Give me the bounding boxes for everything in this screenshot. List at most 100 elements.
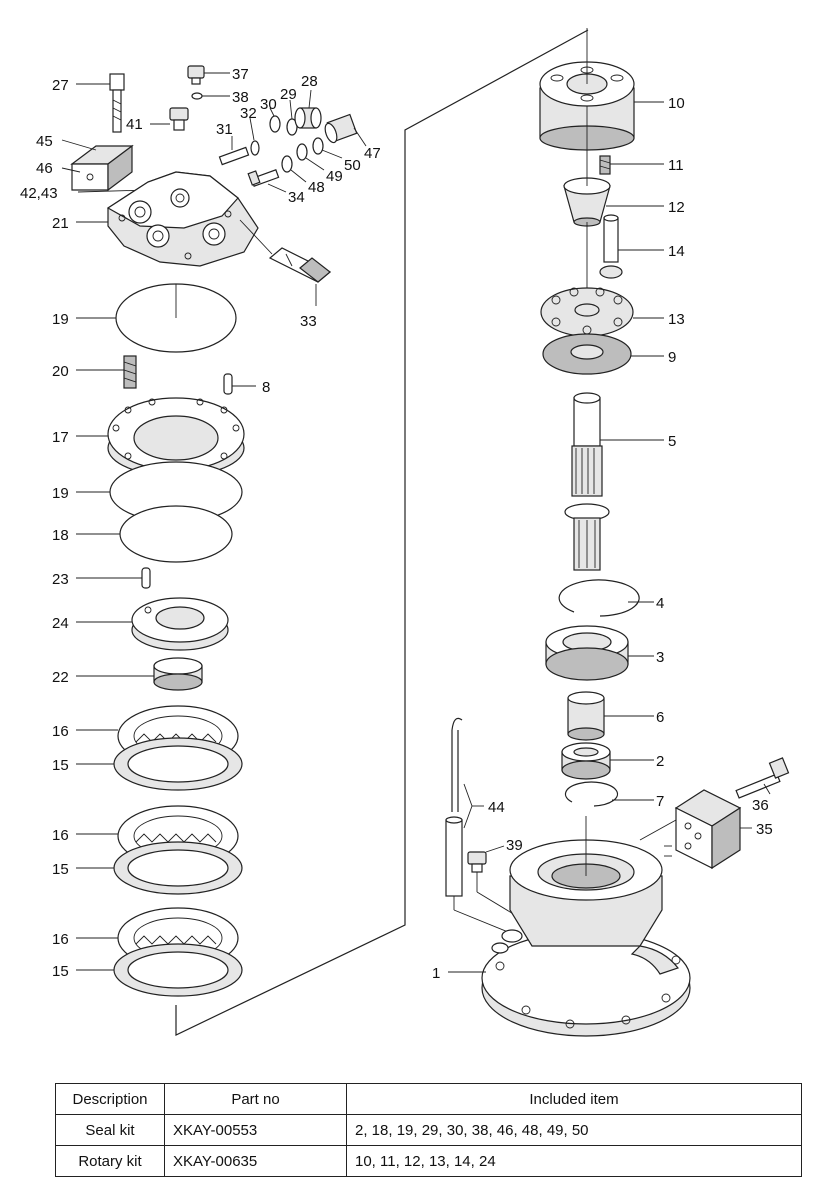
label-24: 24 (52, 615, 69, 632)
part-7-snap-ring (564, 781, 619, 807)
part-22-bearing (153, 657, 203, 691)
part-15-separator-plate-c (113, 943, 243, 997)
label-23: 23 (52, 571, 69, 588)
part-8-pin (223, 373, 233, 395)
kit-table: Description Part no Included item Seal k… (55, 1083, 802, 1177)
label-30: 30 (260, 96, 277, 113)
label-46: 46 (36, 160, 53, 177)
part-45-block (70, 144, 134, 192)
part-27-bolt (109, 73, 125, 133)
label-1: 1 (432, 965, 440, 982)
label-38: 38 (232, 89, 249, 106)
label-18: 18 (52, 527, 69, 544)
assembly-break-line (175, 29, 589, 1036)
label-48: 48 (308, 179, 325, 196)
label-37: 37 (232, 66, 249, 83)
label-8: 8 (262, 379, 270, 396)
label-16-c: 16 (52, 931, 69, 948)
part-35-block (674, 789, 742, 870)
part-2-collar (561, 742, 611, 780)
part-48-oring (281, 155, 293, 173)
label-3: 3 (656, 649, 664, 666)
label-16-a: 16 (52, 723, 69, 740)
label-39: 39 (506, 837, 523, 854)
cell-part-no: XKAY-00553 (164, 1114, 347, 1146)
label-10: 10 (668, 95, 685, 112)
part-17-housing (107, 397, 245, 477)
label-41: 41 (126, 116, 143, 133)
part-28-fitting (294, 107, 322, 129)
label-21: 21 (52, 215, 69, 232)
part-47-fitting (324, 113, 358, 144)
label-22: 22 (52, 669, 69, 686)
part-1-housing (481, 839, 691, 1037)
part-39-plug (467, 851, 487, 873)
part-41-plug (169, 107, 189, 131)
label-47: 47 (364, 145, 381, 162)
part-34-fitting (247, 169, 280, 187)
label-50: 50 (344, 157, 361, 174)
label-12: 12 (668, 199, 685, 216)
label-28: 28 (301, 73, 318, 90)
label-19-top: 19 (52, 311, 69, 328)
label-7: 7 (656, 793, 664, 810)
header-part-no: Part no (164, 1083, 347, 1115)
label-15-b: 15 (52, 861, 69, 878)
part-37-plug (187, 65, 205, 85)
label-35: 35 (756, 821, 773, 838)
part-14-piston (599, 214, 623, 279)
part-3-bearing (545, 625, 629, 681)
cell-description: Seal kit (55, 1114, 165, 1146)
label-34: 34 (288, 189, 305, 206)
label-42-43: 42,43 (20, 185, 58, 202)
label-6: 6 (656, 709, 664, 726)
label-33: 33 (300, 313, 317, 330)
cell-description: Rotary kit (55, 1145, 165, 1177)
label-14: 14 (668, 243, 685, 260)
part-33-spool (268, 247, 332, 283)
label-2: 2 (656, 753, 664, 770)
label-44: 44 (488, 799, 505, 816)
label-20: 20 (52, 363, 69, 380)
label-19-mid: 19 (52, 485, 69, 502)
kit-table-header-row: Description Part no Included item (55, 1083, 802, 1115)
part-23-pin (141, 567, 151, 589)
header-description: Description (55, 1083, 165, 1115)
label-27: 27 (52, 77, 69, 94)
label-32: 32 (240, 105, 257, 122)
part-44-level-gauge (445, 717, 463, 897)
label-29: 29 (280, 86, 297, 103)
part-13-retainer-plate (540, 287, 634, 337)
table-row: Seal kit XKAY-00553 2, 18, 19, 29, 30, 3… (55, 1114, 802, 1146)
label-16-b: 16 (52, 827, 69, 844)
label-11: 11 (668, 157, 684, 174)
part-20-spring (123, 355, 137, 389)
part-21-cover (106, 171, 259, 267)
label-17: 17 (52, 429, 69, 446)
part-15-separator-plate-a (113, 737, 243, 791)
part-6-bushing (567, 691, 605, 741)
part-36-bolt (735, 757, 790, 799)
exploded-parts-diagram: 27 37 38 28 29 30 32 41 31 45 46 42,43 4… (20, 28, 790, 1037)
cell-part-no: XKAY-00635 (164, 1145, 347, 1177)
label-13: 13 (668, 311, 685, 328)
part-15-separator-plate-b (113, 841, 243, 895)
part-4-snap-ring (558, 579, 640, 617)
label-45: 45 (36, 133, 53, 150)
part-9-thrust-plate (542, 333, 632, 375)
part-5-shaft (564, 392, 610, 571)
header-included-item: Included item (346, 1083, 802, 1115)
part-11-spring (599, 155, 611, 175)
part-24-valve-plate (131, 597, 229, 651)
label-5: 5 (668, 433, 676, 450)
label-15-a: 15 (52, 757, 69, 774)
table-row: Rotary kit XKAY-00635 10, 11, 12, 13, 14… (55, 1145, 802, 1177)
label-15-c: 15 (52, 963, 69, 980)
part-32-oring (250, 140, 260, 156)
label-31: 31 (216, 121, 233, 138)
label-36: 36 (752, 797, 769, 814)
label-4: 4 (656, 595, 664, 612)
label-9: 9 (668, 349, 676, 366)
cell-included-item: 2, 18, 19, 29, 30, 38, 46, 48, 49, 50 (346, 1114, 802, 1146)
part-49-oring (296, 143, 308, 161)
